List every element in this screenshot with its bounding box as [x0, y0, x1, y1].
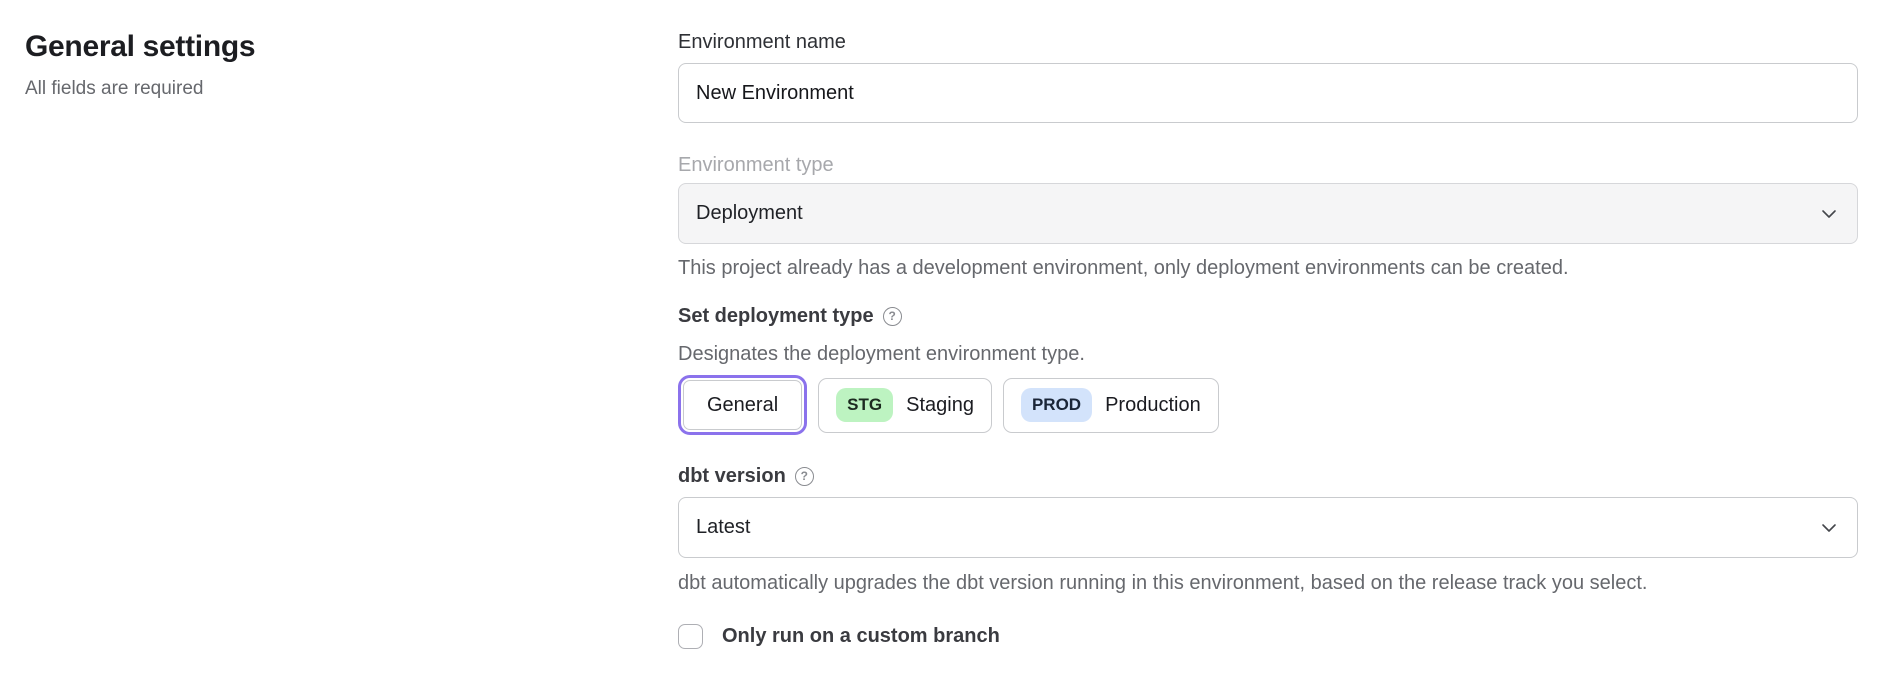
custom-branch-row: Only run on a custom branch	[678, 624, 1858, 649]
general-button-label: General	[707, 393, 779, 416]
deployment-type-description: Designates the deployment environment ty…	[678, 343, 1085, 365]
staging-badge: STG	[836, 388, 894, 422]
deployment-type-general-button[interactable]: General	[677, 375, 808, 435]
custom-branch-checkbox[interactable]	[678, 624, 703, 649]
environment-type-label: Environment type	[678, 154, 834, 176]
dbt-version-select[interactable]: Latest	[678, 497, 1858, 558]
production-button-label: Production	[1105, 393, 1201, 416]
deployment-type-staging-button[interactable]: STG Staging	[818, 377, 992, 433]
custom-branch-label[interactable]: Only run on a custom branch	[722, 625, 1000, 647]
chevron-down-icon	[1821, 523, 1837, 533]
chevron-down-icon	[1821, 209, 1837, 219]
dbt-version-label: dbt version ?	[678, 464, 1858, 488]
deployment-type-label-text: Set deployment type	[678, 305, 874, 327]
environment-type-value: Deployment	[696, 202, 803, 224]
environment-name-input[interactable]	[678, 63, 1858, 123]
deployment-type-label: Set deployment type ?	[678, 304, 1858, 328]
deployment-type-production-button[interactable]: PROD Production	[1002, 377, 1219, 433]
help-icon[interactable]: ?	[794, 466, 814, 486]
dbt-version-value: Latest	[696, 516, 751, 538]
staging-button-label: Staging	[906, 393, 974, 416]
deployment-type-options: General STG Staging PROD Production	[677, 375, 1858, 435]
environment-settings-form: Environment name Environment type Deploy…	[677, 0, 1858, 649]
environment-name-label: Environment name	[678, 31, 846, 53]
settings-header: General settings All fields are required	[25, 30, 545, 100]
dbt-version-helper: dbt automatically upgrades the dbt versi…	[678, 572, 1648, 594]
environment-type-helper: This project already has a development e…	[678, 257, 1569, 279]
page-subtitle: All fields are required	[25, 78, 204, 99]
production-badge: PROD	[1020, 388, 1093, 422]
environment-type-select: Deployment	[678, 183, 1858, 244]
page-title: General settings	[25, 30, 256, 63]
dbt-version-label-text: dbt version	[678, 465, 786, 487]
help-icon[interactable]: ?	[882, 306, 902, 326]
